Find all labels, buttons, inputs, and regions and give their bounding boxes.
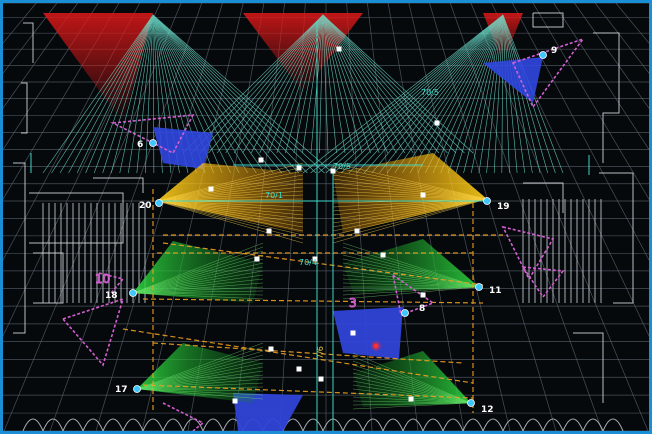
waypoint-marker [336,46,342,52]
sensor-node-20[interactable]: 20 [139,199,163,212]
sensor-dot-icon [133,385,141,393]
sensor-label: 8 [419,304,425,314]
sensor-dot-icon [467,399,475,407]
sensor-node-11[interactable]: 11 [475,283,502,297]
sensor-dot-icon [475,283,483,291]
coverage-rays-green [132,242,480,410]
sensor-node-6[interactable]: 6 [137,139,157,151]
sensor-dot-icon [129,289,137,297]
sensor-label: 11 [489,286,502,296]
waypoint-marker [268,346,274,352]
waypoint-marker [354,228,360,234]
sensor-label: 17 [115,385,128,395]
sensor-node-12[interactable]: 12 [467,399,494,416]
waypoint-marker [312,256,318,262]
waypoint-marker [232,398,238,404]
sensor-label: 19 [497,202,510,212]
waypoint-marker [254,256,260,262]
sensor-dot-icon [155,199,163,207]
sketch-markings [61,37,586,431]
waypoint-markers [208,46,440,404]
sensor-label: 9 [551,46,557,56]
waypoint-marker [420,292,426,298]
waypoint-marker [408,396,414,402]
waypoint-marker [420,192,426,198]
waypoint-marker [266,228,272,234]
sensor-node-8[interactable]: 8 [401,304,426,317]
waypoint-marker [350,330,356,336]
sensor-node-17[interactable]: 17 [115,385,141,395]
wall-outline-right [523,12,634,403]
shelf-rows [22,199,624,431]
dimension-label-mid-center: 70/1 [265,191,283,200]
dimension-label-top-center: 70/5 [333,162,351,171]
waypoint-marker [330,168,336,174]
sensor-dot-icon [401,309,409,317]
waypoint-marker [380,252,386,258]
sensor-node-18[interactable]: 18 [105,289,137,302]
waypoint-marker [208,186,214,192]
waypoint-marker [296,366,302,372]
crosshair-lines [30,21,590,431]
coverage-rays-yellow [156,162,488,244]
sensor-node-9[interactable]: 9 [539,46,558,59]
sensor-dot-icon [149,139,157,147]
dimension-label-lower-center: 70/5 [421,88,439,97]
sketch-mark-b: 10 [95,272,110,286]
dimension-label-mid-left: 70/4 [299,258,317,267]
sketch-mark-a: 3 [349,296,357,310]
sensor-label: 6 [137,140,143,150]
wall-outline-left [13,22,144,334]
sensor-dot-icon [483,197,491,205]
sensor-dot-icon [539,51,547,59]
beam-lines-orange [122,189,503,413]
coverage-scene[interactable]: 3 10 70/5 70/1 70/4 70/5 7/6 9 6 20 19 18 11 8… [3,3,649,431]
sensor-label: 18 [105,291,118,301]
sensor-node-layer[interactable]: 9 6 20 19 18 11 8 17 12 [105,46,557,415]
waypoint-marker [258,157,264,163]
dimension-label-vertical: 7/6 [316,346,325,359]
sensor-node-19[interactable]: 19 [483,197,510,213]
sensor-label: 20 [139,201,152,211]
waypoint-marker [296,165,302,171]
coverage-cone-blue [153,57,543,431]
sensor-label: 12 [481,405,494,415]
target-marker[interactable] [371,341,381,351]
waypoint-marker [318,376,324,382]
waypoint-marker [434,120,440,126]
